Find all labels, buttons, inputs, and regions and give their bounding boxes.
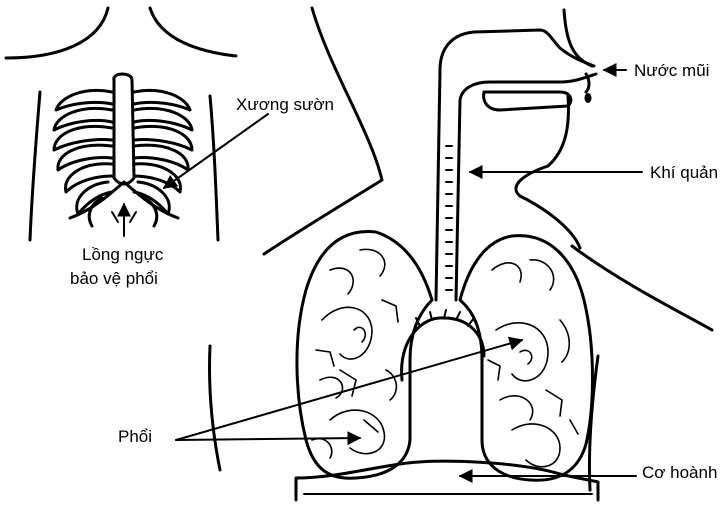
label-ribcage-line2: bảo vệ phổi (70, 269, 158, 288)
label-ribcage-line1: Lồng ngực (82, 245, 164, 264)
arrow-lung-left (176, 438, 360, 440)
label-ribs: Xương sườn (236, 95, 334, 114)
left-ribs (54, 90, 112, 226)
diaphragm-curve (296, 461, 598, 500)
left-lung (297, 232, 432, 479)
right-lung (460, 236, 593, 481)
airway (436, 30, 596, 300)
arrow-lung-right (176, 340, 522, 440)
label-trachea: Khí quản (650, 163, 718, 182)
right-ribs (134, 90, 192, 226)
label-diaphragm: Cơ hoành (642, 463, 717, 482)
label-lungs: Phổi (118, 427, 152, 446)
head-outline (209, 8, 712, 490)
bronchi (402, 310, 484, 380)
label-nostril: Nước mũi (634, 61, 709, 80)
torso-ribcage-figure (6, 8, 236, 240)
